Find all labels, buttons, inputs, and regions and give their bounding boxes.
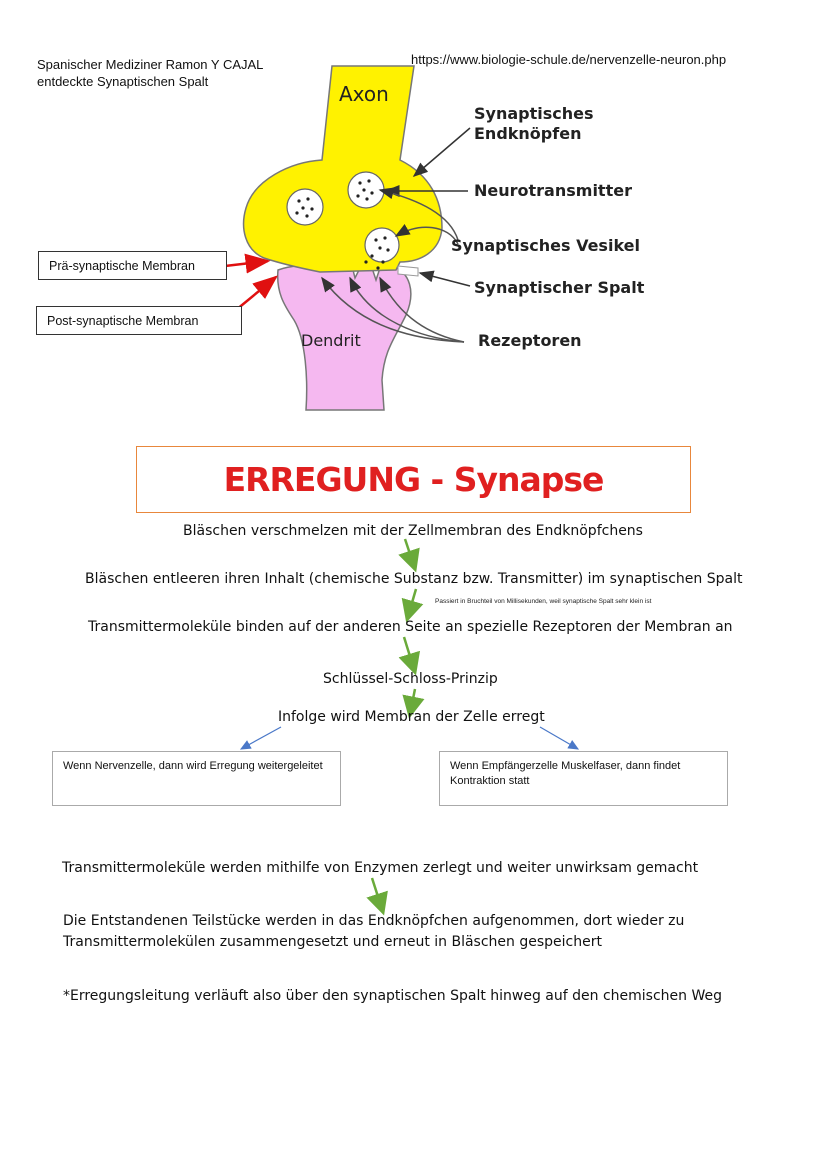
flow-step-7-line2: Transmittermolekülen zusammengesetzt und… <box>63 932 684 953</box>
flow-arrow-1 <box>405 539 413 563</box>
flow-arrow-5 <box>372 878 381 906</box>
flow-arrow-4 <box>411 689 415 709</box>
flow-arrow-left <box>241 727 281 749</box>
flow-step-6: Transmittermoleküle werden mithilfe von … <box>62 860 698 876</box>
pre-membrane-box: Prä-synaptische Membran <box>38 251 227 280</box>
footnote: *Erregungsleitung verläuft also über den… <box>63 986 722 1007</box>
endknoepfen-label: Synaptisches Endknöpfen <box>474 104 594 144</box>
page-title: ERREGUNG - Synapse <box>224 460 604 499</box>
flow-step-4: Schlüssel-Schloss-Prinzip <box>323 671 498 687</box>
vesicle-right <box>348 172 384 208</box>
flow-step-5: Infolge wird Membran der Zelle erregt <box>278 709 545 725</box>
post-membrane-label: Post-synaptische Membran <box>47 314 198 328</box>
rezeptoren-label: Rezeptoren <box>478 331 582 351</box>
post-membrane-box: Post-synaptische Membran <box>36 306 242 335</box>
flow-step-7: Die Entstandenen Teilstücke werden in da… <box>63 911 684 953</box>
synapse-diagram <box>0 0 828 440</box>
flow-arrow-right <box>540 727 578 749</box>
vesicle-left <box>287 189 323 225</box>
result-box-nerve-text: Wenn Nervenzelle, dann wird Erregung wei… <box>63 760 323 772</box>
dendrit-label: Dendrit <box>301 331 361 351</box>
flow-step-1: Bläschen verschmelzen mit der Zellmembra… <box>183 523 643 539</box>
endknoepfen-label-line1: Synaptisches <box>474 104 594 124</box>
endknoepfen-label-line2: Endknöpfen <box>474 124 594 144</box>
title-box: ERREGUNG - Synapse <box>136 446 691 513</box>
flow-step-7-line1: Die Entstandenen Teilstücke werden in da… <box>63 911 684 932</box>
spalt-label: Synaptischer Spalt <box>474 278 644 298</box>
flow-step-2-note: Passiert in Bruchteil von Millisekunden,… <box>435 598 651 605</box>
neurotransmitter-label: Neurotransmitter <box>474 181 632 201</box>
flow-step-2: Bläschen entleeren ihren Inhalt (chemisc… <box>85 571 742 587</box>
pre-membrane-label: Prä-synaptische Membran <box>49 259 195 273</box>
result-box-muscle: Wenn Empfängerzelle Muskelfaser, dann fi… <box>439 751 728 806</box>
flow-arrow-3 <box>404 637 413 666</box>
result-box-nerve: Wenn Nervenzelle, dann wird Erregung wei… <box>52 751 341 806</box>
flow-arrow-2 <box>409 589 416 613</box>
result-box-muscle-text: Wenn Empfängerzelle Muskelfaser, dann fi… <box>450 760 680 787</box>
vesikel-label: Synaptisches Vesikel <box>451 236 640 256</box>
flow-step-3: Transmittermoleküle binden auf der ander… <box>88 619 733 635</box>
axon-label: Axon <box>339 84 389 104</box>
